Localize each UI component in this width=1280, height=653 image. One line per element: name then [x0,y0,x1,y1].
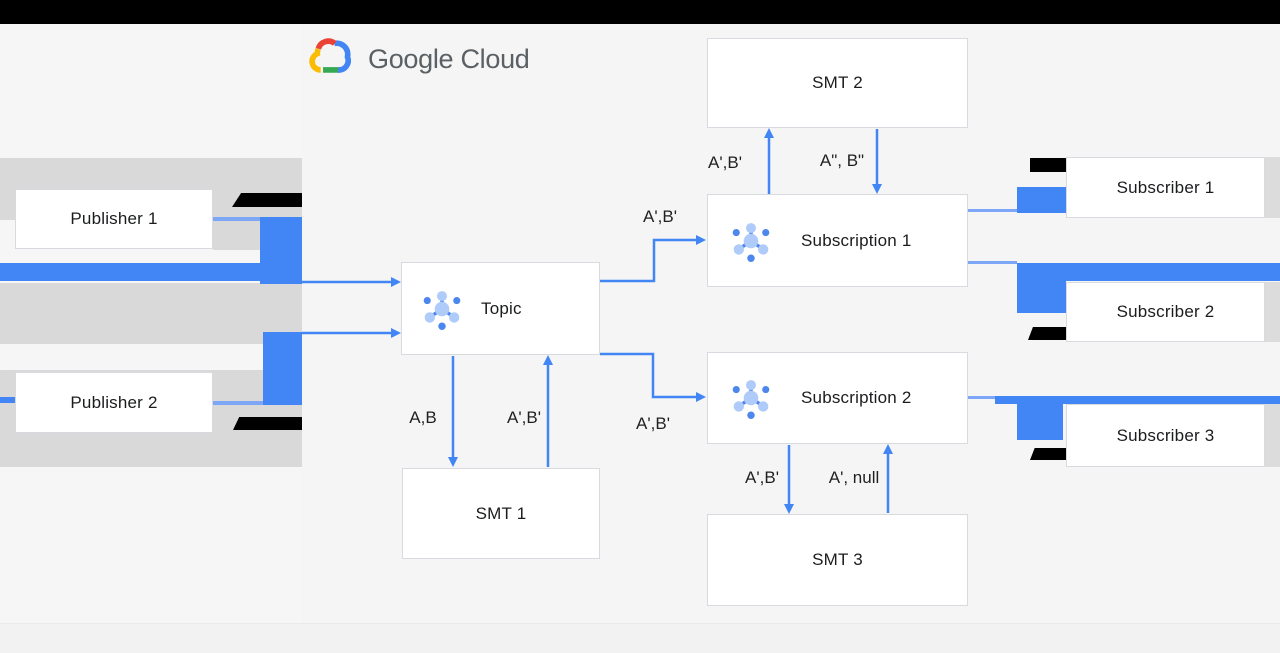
blue-artifact-line [968,261,1017,264]
arrow-topic-to-subscription2 [600,352,706,402]
edge-label-topic-to-subscription2: A',B' [636,414,670,433]
node-smt-3: SMT 3 [707,514,968,606]
node-label: Subscription 1 [801,230,912,250]
google-cloud-logo-icon [308,37,355,81]
gray-band [1265,282,1280,342]
blue-artifact-bar [0,397,15,403]
blue-artifact-bar [260,217,302,284]
blue-artifact-bar [995,396,1280,404]
redaction-bar [1030,158,1066,172]
blue-artifact-line [213,401,263,405]
edge-label-topic-to-smt1: A,B [409,408,437,427]
node-label: SMT 2 [812,73,863,92]
node-topic: Topic [401,262,600,355]
blue-artifact-bar [1017,263,1280,281]
node-label: SMT 3 [812,550,863,569]
blue-artifact-bar [0,263,262,281]
node-subscription-1: Subscription 1 [707,194,968,287]
blue-artifact-bar [263,332,302,405]
node-smt-1: SMT 1 [402,468,600,559]
node-subscription-2: Subscription 2 [707,352,968,444]
node-label: Subscription 2 [801,388,912,407]
node-label: Publisher 1 [70,209,158,228]
node-publisher-2: Publisher 2 [15,372,213,433]
edge-label-smt2-to-subscription1: A", B" [819,151,865,170]
pubsub-subscription-icon [728,218,774,264]
edge-label-subscription2-to-smt3: A',B' [745,468,779,487]
node-subscriber-3: Subscriber 3 [1066,404,1265,467]
bottom-band [0,623,1280,653]
edge-label-subscription1-to-smt2: A',B' [708,153,742,172]
gray-band [1265,404,1280,467]
arrow-topic-to-subscription1 [600,235,706,283]
redaction-bar [1028,327,1066,340]
node-label: Publisher 2 [70,392,158,412]
gray-band [1265,157,1280,218]
node-label: Topic [481,298,522,318]
node-label: SMT 1 [475,503,527,523]
gray-band [0,283,302,344]
node-smt-2: SMT 2 [707,38,968,128]
node-label: Subscriber 1 [1116,177,1215,197]
blue-artifact-bar [1017,281,1066,313]
google-cloud-logo: Google Cloud [308,37,530,81]
blue-artifact-line [968,396,995,399]
edge-label-smt3-to-subscription2: A', null [828,468,880,487]
node-label: Subscriber 3 [1116,425,1215,445]
node-label: Subscriber 2 [1116,302,1215,321]
node-subscriber-1: Subscriber 1 [1066,157,1265,218]
edge-label-smt1-to-topic: A',B' [507,408,541,427]
blue-artifact-bar [1017,399,1063,440]
redaction-bar [232,193,302,207]
pubsub-subscription-icon [728,375,774,421]
blue-artifact-line [968,209,1017,212]
top-black-bar [0,0,1280,24]
blue-artifact-bar [1017,187,1066,213]
logo-text: Google Cloud [368,43,530,74]
node-publisher-1: Publisher 1 [15,189,213,249]
redaction-bar [1030,448,1066,460]
node-subscriber-2: Subscriber 2 [1066,282,1265,342]
edge-label-topic-to-subscription1: A',B' [643,207,677,226]
pubsub-topic-icon [419,286,465,332]
redaction-bar [233,417,302,430]
blue-artifact-line [213,217,260,221]
